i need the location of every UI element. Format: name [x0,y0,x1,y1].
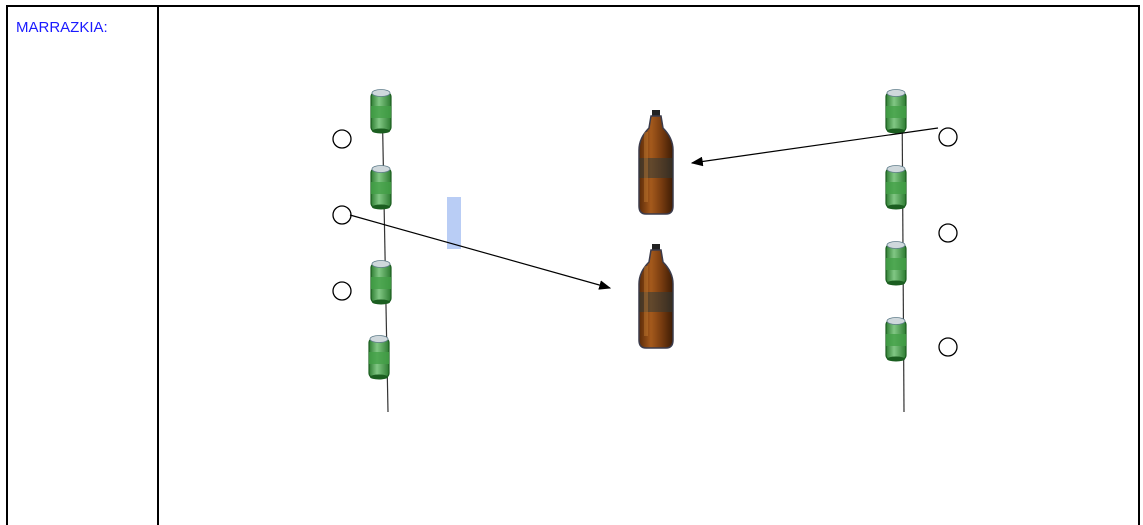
can-icon [368,334,390,381]
can-icon [370,88,392,135]
right-option-radio[interactable] [938,223,958,243]
left-option-radio[interactable] [332,281,352,301]
cell-label: MARRAZKIA: [16,19,108,36]
label-cell: MARRAZKIA: [8,7,159,525]
can-icon [885,316,907,363]
arrow-left-to-bottle [349,214,612,290]
can-icon [885,392,907,413]
can-icon [370,164,392,211]
can-icon [885,88,907,135]
document-table: MARRAZKIA: [6,5,1140,525]
left-option-radio[interactable] [332,205,352,225]
text-selection-highlight [447,197,461,249]
bottle-icon [638,109,674,215]
bottle-icon [638,243,674,349]
left-option-radio[interactable] [332,129,352,149]
can-icon [885,164,907,211]
can-icon [885,240,907,287]
right-option-radio[interactable] [938,337,958,357]
arrow-right-to-bottle [690,127,939,167]
can-icon [370,259,392,306]
right-option-radio[interactable] [938,127,958,147]
